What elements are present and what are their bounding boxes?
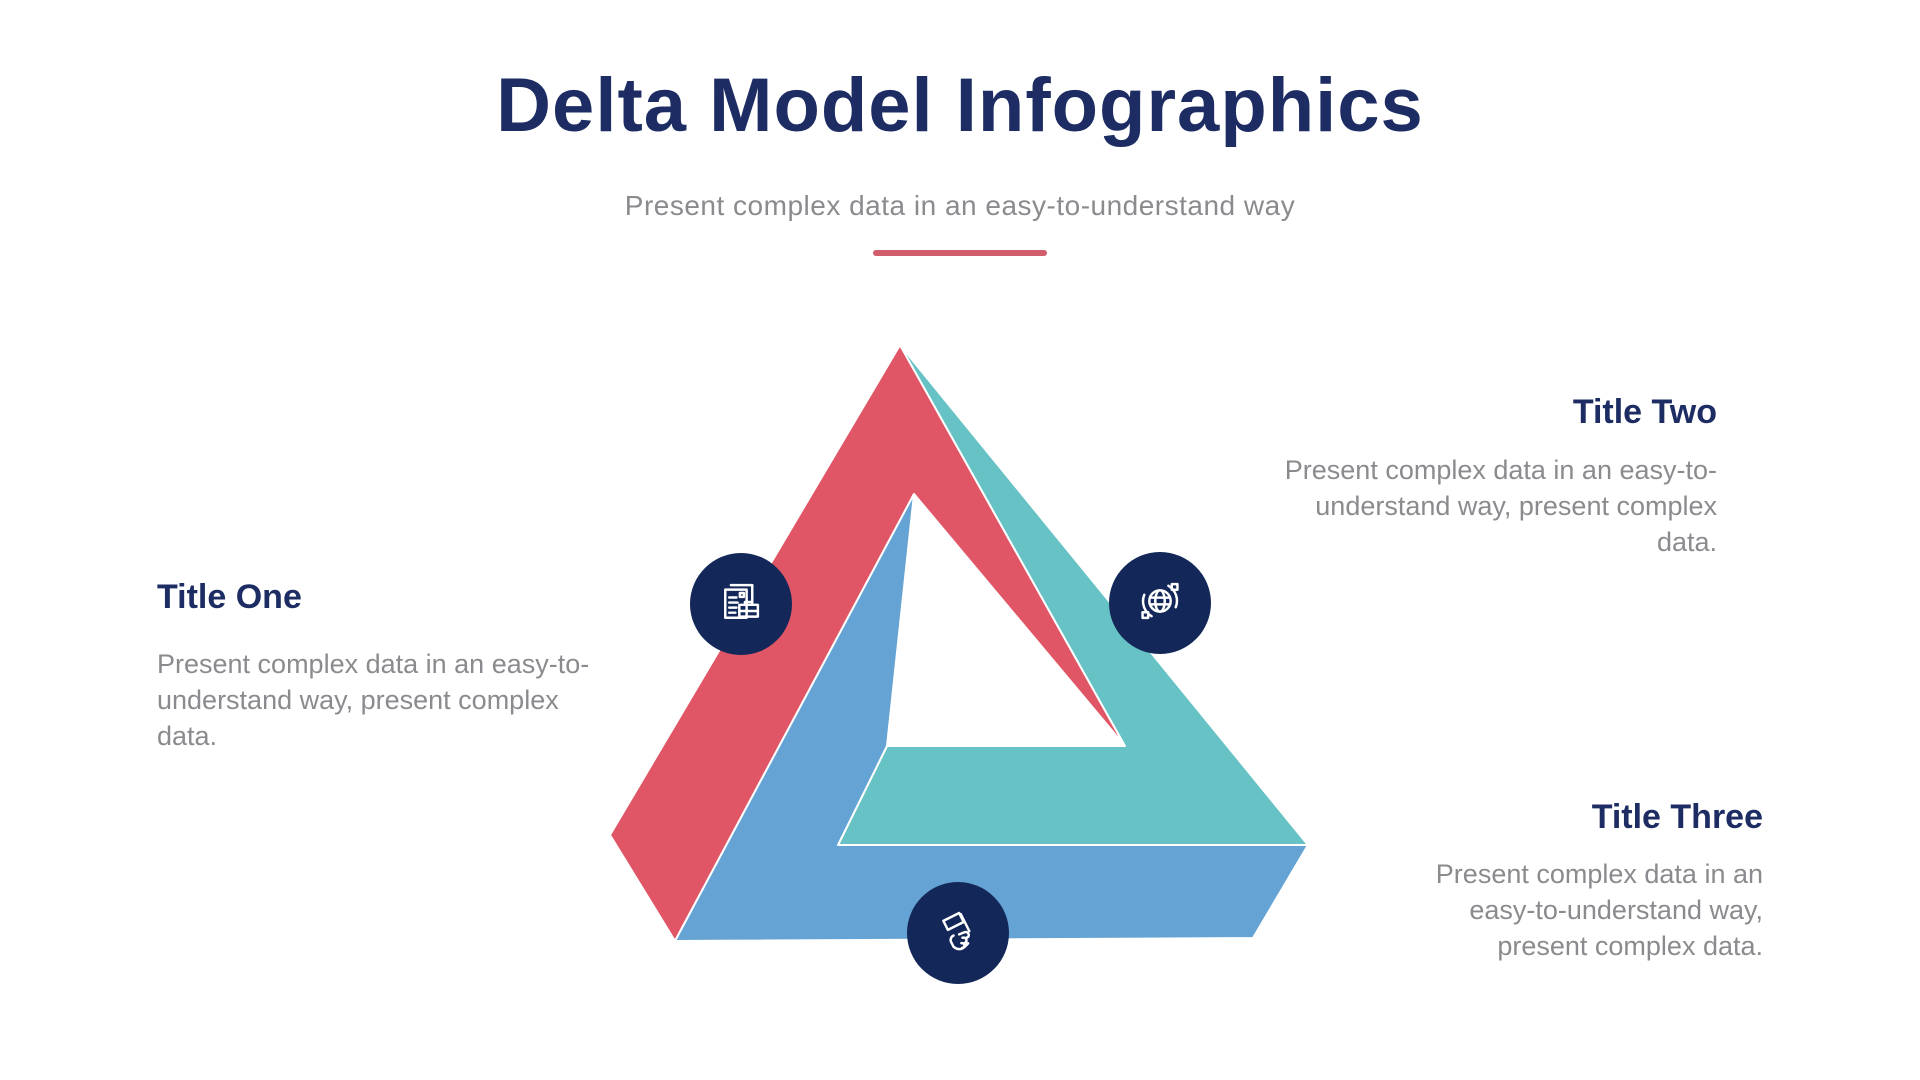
icon-badge-two <box>1109 552 1211 654</box>
callout-two-title: Title Two <box>1572 393 1717 431</box>
hand-holding-flag-icon <box>931 904 985 963</box>
icon-badge-one <box>690 553 792 655</box>
callout-three-title: Title Three <box>1591 798 1763 836</box>
page-subtitle: Present complex data in an easy-to-under… <box>624 190 1296 221</box>
callout-two: Title Two Present complex data in an eas… <box>1272 393 1717 560</box>
callout-three: Title Three Present complex data in an e… <box>1383 798 1763 964</box>
icon-badge-three <box>907 882 1009 984</box>
callout-one-title: Title One <box>157 578 302 616</box>
documents-briefcase-icon <box>714 575 768 634</box>
callout-one: Title One Present complex data in an eas… <box>157 578 602 754</box>
callout-three-body: Present complex data in an easy-to-under… <box>1435 859 1763 961</box>
penrose-bottom-beam <box>674 493 1309 942</box>
globe-sync-icon <box>1133 574 1187 633</box>
page-title: Delta Model Infographics <box>496 63 1424 148</box>
callout-one-body: Present complex data in an easy-to-under… <box>157 649 590 751</box>
divider-line <box>873 250 1047 256</box>
callout-two-body: Present complex data in an easy-to-under… <box>1284 455 1717 557</box>
